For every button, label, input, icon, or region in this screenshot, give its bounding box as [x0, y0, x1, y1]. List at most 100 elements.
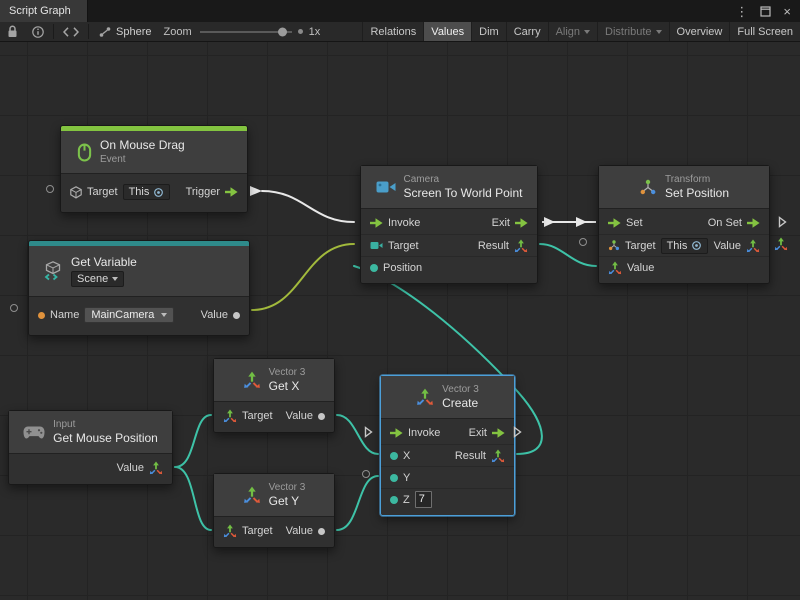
this-label: This [667, 240, 688, 252]
value-in-label: Value [627, 262, 654, 274]
lock-icon[interactable] [0, 22, 25, 41]
distribute-button[interactable]: Distribute [597, 22, 668, 41]
flow-port-marker[interactable] [778, 216, 787, 228]
values-button[interactable]: Values [423, 22, 471, 41]
port-marker-circle[interactable] [362, 470, 370, 478]
flow-port-marker[interactable] [513, 426, 522, 438]
wire-arrow-icon [576, 217, 587, 227]
port-marker-circle[interactable] [579, 238, 587, 246]
name-port[interactable] [38, 312, 45, 319]
target-port gameobject-icon[interactable] [70, 186, 82, 199]
variable-name-value: MainCamera [91, 309, 154, 321]
port-row: Y [381, 466, 514, 488]
maximize-icon[interactable] [760, 6, 771, 17]
node-get-x[interactable]: Vector 3 Get X Target Value [213, 358, 335, 433]
full-screen-button[interactable]: Full Screen [729, 22, 800, 41]
carry-button[interactable]: Carry [506, 22, 548, 41]
port-row: Target Value [214, 520, 334, 542]
node-screen-to-world-point[interactable]: Camera Screen To World Point Invoke Exit… [360, 165, 538, 284]
close-icon[interactable]: × [783, 5, 791, 18]
aim-icon [691, 240, 702, 251]
y-port[interactable] [390, 474, 398, 482]
z-port[interactable] [390, 496, 398, 504]
value-label: Value [117, 462, 144, 474]
value-port-marker vector3-icon[interactable] [774, 237, 788, 251]
on-set-port flow-arrow-icon[interactable] [747, 218, 760, 228]
align-button[interactable]: Align [548, 22, 597, 41]
port-marker-circle[interactable] [46, 185, 54, 193]
wire-mouse-to-getx[interactable] [175, 415, 211, 467]
target-port transform-type-icon[interactable] [608, 240, 620, 251]
vector3-icon [243, 371, 261, 389]
node-get-y[interactable]: Vector 3 Get Y Target Value [213, 473, 335, 548]
z-input[interactable]: 7 [415, 491, 432, 508]
node-category: Transform [665, 174, 729, 185]
scope-label: Scene [77, 273, 108, 285]
node-title: Get Mouse Position [53, 432, 158, 445]
aim-icon [153, 187, 164, 198]
menu-icon[interactable]: ⋮ [735, 5, 748, 18]
wire-variable-to-target[interactable] [252, 244, 354, 310]
exit-label: Exit [492, 217, 510, 229]
graph-target[interactable]: Sphere [91, 22, 159, 41]
relations-button[interactable]: Relations [362, 22, 423, 41]
wire-gety-to-y[interactable] [337, 476, 378, 530]
trigger-port flow-arrow-icon[interactable] [225, 187, 238, 197]
value-port vector3-icon[interactable] [149, 461, 163, 475]
exit-port flow-arrow-icon[interactable] [492, 428, 505, 438]
invoke-port flow-arrow-icon[interactable] [370, 218, 383, 228]
this-chip[interactable]: This [661, 238, 709, 254]
tab-script-graph[interactable]: Script Graph [0, 0, 88, 22]
value-label: Value [201, 309, 228, 321]
node-get-mouse-position[interactable]: Input Get Mouse Position Value [8, 410, 173, 485]
node-get-variable[interactable]: Get Variable Scene Name MainCamera [28, 240, 250, 336]
vector3-icon [416, 388, 434, 406]
value-port[interactable] [233, 312, 240, 319]
set-port flow-arrow-icon[interactable] [608, 218, 621, 228]
port-row: Target This Trigger [61, 177, 247, 207]
scope-dropdown[interactable]: Scene [71, 271, 124, 287]
value-out-label: Value [714, 240, 741, 252]
port-row: Value [9, 457, 172, 479]
flow-port-marker[interactable] [364, 426, 373, 438]
graph-name-label: Sphere [116, 26, 151, 38]
wire-mouse-to-gety[interactable] [175, 467, 211, 530]
port-row: Position [361, 256, 537, 278]
result-port vector3-icon[interactable] [514, 239, 528, 253]
zoom-slider-handle[interactable] [278, 27, 287, 36]
position-label: Position [383, 262, 422, 274]
exit-port flow-arrow-icon[interactable] [515, 218, 528, 228]
target-port camera-type-icon[interactable] [370, 241, 383, 250]
position-port[interactable] [370, 264, 378, 272]
wire-trigger-to-invoke[interactable] [262, 191, 354, 222]
node-category: Vector 3 [442, 384, 479, 395]
variable-name-dropdown[interactable]: MainCamera [84, 307, 174, 323]
node-on-mouse-drag[interactable]: On Mouse Drag Event Target This Trigger [60, 125, 248, 213]
wire-result-to-value[interactable] [540, 244, 596, 266]
info-icon[interactable] [25, 22, 51, 41]
graph-canvas[interactable]: On Mouse Drag Event Target This Trigger [0, 42, 800, 600]
overview-button[interactable]: Overview [669, 22, 730, 41]
value-port[interactable] [318, 528, 325, 535]
value-port[interactable] [318, 413, 325, 420]
node-vector3-create[interactable]: Vector 3 Create Invoke Exit X [380, 375, 515, 516]
port-marker-circle[interactable] [10, 304, 18, 312]
target-port vector3-icon[interactable] [223, 409, 237, 423]
zoom-reset-dot[interactable] [298, 29, 303, 34]
y-label: Y [403, 472, 410, 484]
code-view-button[interactable] [56, 22, 86, 41]
x-port[interactable] [390, 452, 398, 460]
this-chip[interactable]: This [123, 184, 171, 200]
result-port vector3-icon[interactable] [491, 449, 505, 463]
value-out-port vector3-icon[interactable] [746, 239, 760, 253]
target-port vector3-icon[interactable] [223, 524, 237, 538]
info-glyph-icon [32, 26, 44, 38]
zoom-slider[interactable] [200, 22, 292, 41]
port-row: Target Value [214, 405, 334, 427]
invoke-port flow-arrow-icon[interactable] [390, 428, 403, 438]
node-category: Vector 3 [269, 482, 306, 493]
dim-button[interactable]: Dim [471, 22, 506, 41]
port-row: Value [599, 256, 769, 278]
node-set-position[interactable]: Transform Set Position Set On Set Target [598, 165, 770, 284]
value-in-port vector3-icon[interactable] [608, 261, 622, 275]
